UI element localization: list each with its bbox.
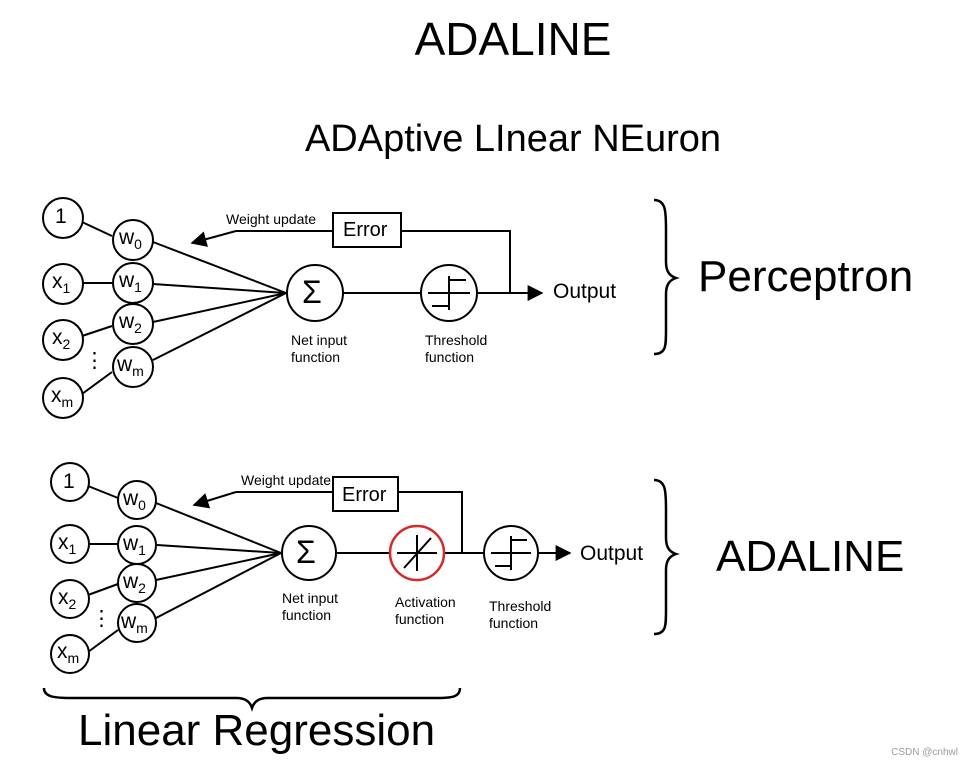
sigma-symbol: Σ (302, 274, 322, 310)
input-label: x2 (58, 586, 77, 613)
weight-label: w1 (119, 269, 142, 296)
input-label: 1 (63, 470, 75, 493)
error-label: Error (342, 484, 387, 506)
edge (155, 502, 282, 554)
input-label: xm (51, 384, 74, 411)
weight-node (117, 480, 157, 520)
weight-update-arrow (190, 230, 237, 247)
input-node (50, 524, 90, 564)
weight-update-arrow (192, 491, 237, 509)
ellipsis: ⋮ (84, 349, 105, 372)
edge (81, 371, 113, 395)
input-label: x1 (58, 531, 77, 558)
linear-regression-label: Linear Regression (78, 706, 436, 755)
brace-adaline (653, 478, 680, 636)
input-node (50, 462, 90, 502)
edge (152, 241, 287, 294)
weight-label: w2 (123, 570, 146, 597)
weight-update-label: Weight update (241, 472, 332, 488)
feedback-line (398, 491, 463, 553)
brace-perceptron (653, 198, 680, 356)
edge (81, 325, 113, 337)
weight-update-label: Weight update (226, 211, 317, 227)
page-title: ADALINE (414, 13, 612, 65)
linear-activation-icon (397, 535, 437, 571)
weight-node (117, 563, 157, 603)
weight-label: w1 (123, 532, 146, 559)
step-icon (491, 536, 531, 570)
input-node (42, 197, 84, 239)
weight-label: wm (117, 353, 144, 380)
sigma-symbol: Σ (296, 534, 316, 570)
output-label: Output (580, 542, 644, 565)
weight-node (112, 346, 154, 388)
input-label: 1 (55, 205, 67, 228)
net-input-node (281, 525, 337, 581)
weight-node (112, 303, 154, 345)
weight-label: w0 (119, 226, 142, 253)
edge (87, 485, 119, 499)
edge (152, 283, 287, 294)
error-label: Error (343, 219, 388, 241)
input-node (50, 579, 90, 619)
weight-label: w0 (123, 487, 146, 514)
net-input-node (286, 264, 344, 322)
edge (81, 221, 113, 237)
output-label: Output (553, 280, 617, 303)
edge (87, 629, 119, 653)
perceptron-label: Perceptron (698, 252, 914, 301)
step-icon (428, 276, 470, 310)
brace-linear-regression (42, 687, 462, 712)
edge (152, 292, 287, 323)
watermark: CSDN @cnhwl (891, 747, 958, 758)
input-node (50, 634, 90, 674)
weight-label: wm (121, 610, 148, 637)
input-node (42, 319, 84, 361)
input-label: xm (57, 640, 80, 667)
edge (155, 552, 282, 619)
weight-node (117, 603, 157, 643)
error-box (332, 476, 399, 512)
edge (152, 292, 287, 361)
weight-node (112, 219, 154, 261)
feedback-line (400, 230, 511, 293)
input-node (42, 263, 84, 305)
edge (155, 552, 282, 581)
input-node (42, 377, 84, 419)
edge (87, 583, 119, 596)
edge (156, 544, 282, 554)
page-subtitle: ADAptive LInear NEuron (304, 118, 722, 160)
adaline-label: ADALINE (716, 532, 905, 581)
error-box (332, 212, 402, 248)
input-label: x2 (52, 326, 71, 353)
weight-label: w2 (119, 310, 142, 337)
ellipsis: ⋮ (91, 607, 112, 630)
input-label: x1 (52, 270, 71, 297)
